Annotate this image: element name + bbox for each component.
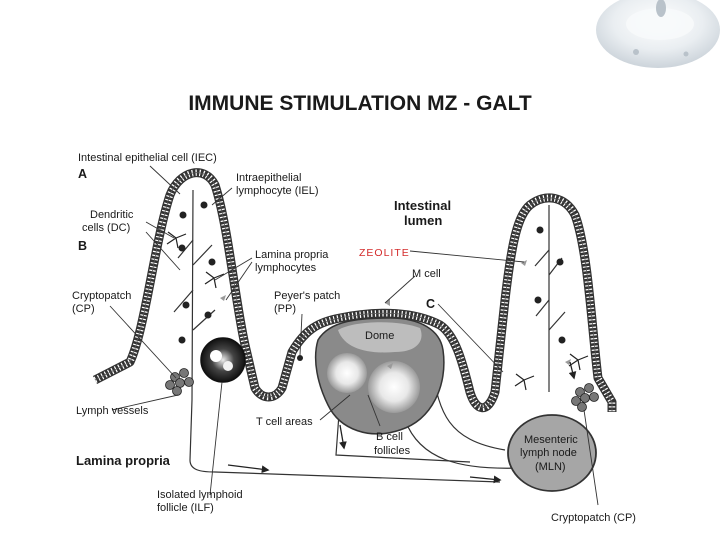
label-dome: Dome	[365, 330, 394, 342]
label-mln-line1: Mesenteric	[524, 434, 578, 446]
label-lamina-propria: Lamina propria	[76, 453, 171, 468]
b-cell-follicle	[327, 353, 367, 393]
label-mln-line2: lymph node	[520, 447, 577, 459]
label-cryptopatch-right: Cryptopatch (CP)	[551, 512, 636, 524]
lymphocytes	[178, 201, 566, 361]
water-drop-decoration	[596, 0, 720, 68]
label-dendritic-line1: Dendritic	[90, 209, 134, 221]
label-b-cell-follicles-line1: B cell	[376, 431, 403, 443]
label-dendritic-line2: cells (DC)	[82, 222, 130, 234]
marker-a: A	[78, 167, 87, 181]
b-cell-follicle	[368, 361, 420, 413]
label-cryptopatch-line1: Cryptopatch	[72, 290, 131, 302]
label-cryptopatch-line2: (CP)	[72, 303, 95, 315]
flow-arrows	[227, 361, 577, 484]
label-lamina-propria-lymphocytes-line1: Lamina propria	[255, 249, 329, 261]
mesenteric-lymph-node	[507, 414, 597, 492]
zeolite-particles	[220, 260, 571, 369]
cryptopatch-left	[165, 368, 194, 396]
label-peyers-patch-line2: (PP)	[274, 303, 296, 315]
label-zeolite: ZEOLITE	[359, 247, 410, 259]
label-b-cell-follicles-line2: follicles	[374, 445, 411, 457]
label-iel-line1: Intraepithelial	[236, 172, 301, 184]
label-intestinal-lumen-line1: Intestinal	[394, 198, 451, 213]
slide-title: IMMUNE STIMULATION MZ - GALT	[188, 92, 532, 115]
dendritic-cells	[166, 231, 589, 391]
cryptopatch-right	[571, 383, 599, 412]
label-ilf-line2: follicle (ILF)	[157, 502, 214, 514]
marker-c: C	[426, 297, 435, 311]
label-intestinal-lumen-line2: lumen	[404, 213, 442, 228]
label-lamina-propria-lymphocytes-line2: lymphocytes	[255, 262, 317, 274]
ilf-spot	[223, 361, 233, 371]
label-intestinal-epithelial-cell: Intestinal epithelial cell (IEC)	[78, 152, 217, 164]
label-t-cell-areas: T cell areas	[256, 416, 313, 428]
marker-b: B	[78, 239, 87, 253]
label-iel-line2: lymphocyte (IEL)	[236, 185, 319, 197]
label-peyers-patch-line1: Peyer's patch	[274, 290, 340, 302]
label-m-cell: M cell	[412, 268, 441, 280]
leader-lines	[109, 165, 599, 506]
isolated-lymphoid-follicle	[200, 337, 246, 383]
dome-region	[338, 322, 422, 353]
label-lymph-vessels: Lymph vessels	[76, 405, 149, 417]
label-ilf-line1: Isolated lymphoid	[157, 489, 243, 501]
tissue-outline	[92, 168, 617, 413]
ilf-spot	[210, 350, 222, 362]
label-mln-line3: (MLN)	[535, 461, 566, 473]
